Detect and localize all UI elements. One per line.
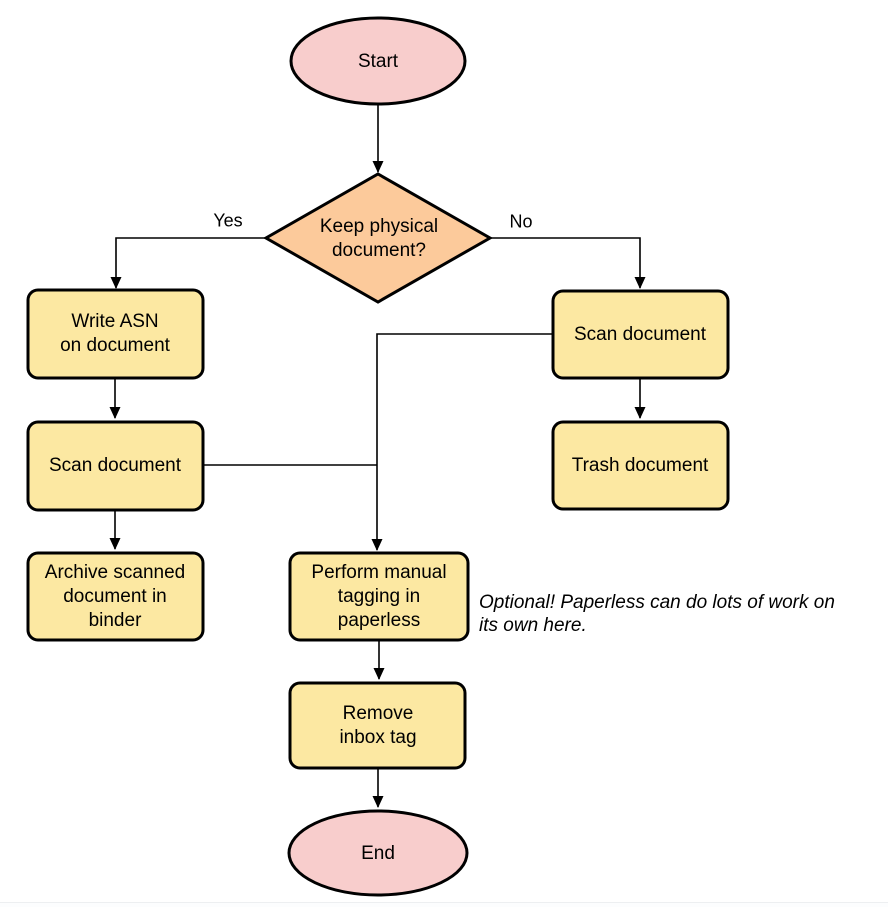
remove-inbox-node-shape: [288, 681, 467, 770]
bottom-edge-strip: [0, 902, 888, 907]
scan-right-node-shape: [551, 289, 730, 380]
end-node-shape: [287, 809, 469, 897]
trash-node-shape: [551, 420, 730, 511]
optional-annotation: Optional! Paperless can do lots of work …: [479, 592, 835, 637]
write-asn-node-label: Write ASN on document: [60, 311, 170, 356]
end-node-label: End: [361, 843, 395, 865]
start-node-label: Start: [357, 51, 399, 73]
edge-label-no: No: [509, 211, 533, 232]
archive-node-label: Archive scanned document in binder: [44, 562, 186, 631]
start-node-shape: [289, 16, 467, 106]
archive-node-shape: [26, 551, 205, 642]
decision-node-label: Keep physical document?: [319, 216, 439, 261]
remove-inbox-node-label: Remove inbox tag: [339, 703, 417, 748]
scan-right-node-label: Scan document: [573, 324, 707, 346]
scan-left-node-shape: [26, 420, 205, 512]
tagging-node-label: Perform manual tagging in paperless: [311, 562, 447, 631]
trash-node-label: Trash document: [571, 455, 709, 477]
edge-label-yes: Yes: [213, 210, 243, 231]
write-asn-node-shape: [26, 288, 205, 380]
edge-decision-yes: [110, 237, 266, 289]
edge-decision-no: [490, 237, 646, 289]
tagging-node-shape: [288, 551, 470, 642]
scan-left-node-label: Scan document: [48, 455, 182, 477]
edge-scanright-tagging: [371, 333, 553, 551]
decision-node-shape: [262, 172, 494, 304]
